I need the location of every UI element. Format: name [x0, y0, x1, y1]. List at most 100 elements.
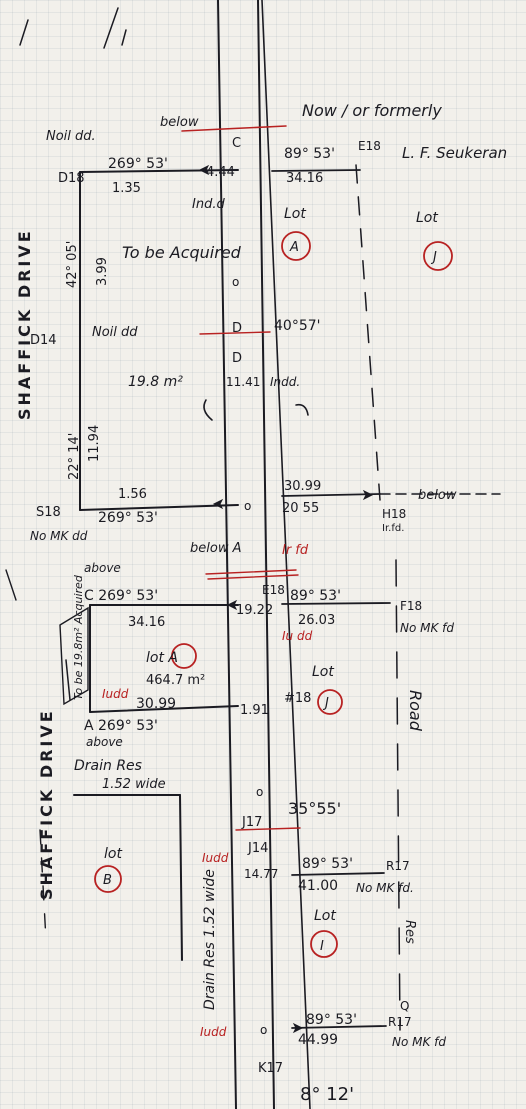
drain-reserve-line [179, 794, 183, 961]
tick-mark [103, 7, 119, 49]
lot-circle-j-top [423, 241, 453, 271]
lotI-letter: I [320, 939, 324, 954]
lotA-label: lot A [146, 650, 178, 666]
marker-h18-mid: #18 [284, 691, 311, 706]
lotJ-letter: J [322, 696, 329, 711]
bearing-diag-top: 42° 05' [65, 241, 80, 288]
ivdd-c: Iu dd [282, 629, 313, 643]
lot-circle-b [94, 865, 122, 893]
tick-mark [121, 29, 127, 46]
indd-k: Iudd [200, 1025, 227, 1039]
marker-d: D [232, 321, 242, 336]
lotB-label: lot [104, 846, 122, 862]
road-line-left [217, 0, 237, 1109]
red-divider [181, 125, 287, 132]
dist-lotA-top: 34.16 [128, 615, 165, 630]
bearing-mid-centre: 40°57' [274, 318, 320, 334]
arrow [226, 599, 238, 611]
boundary-d18-c [79, 169, 239, 173]
red-divider [205, 569, 297, 575]
bearing-lotA-top: C 269° 53' [84, 588, 158, 604]
lot-label-top: Lot [284, 206, 306, 222]
note-noil-d18: Noil dd. [46, 129, 96, 144]
marker-j17: J17 [241, 815, 262, 830]
indd-d: Indd. [270, 375, 300, 389]
drain-reserve: Drain Res [74, 758, 142, 774]
lot-circle-a-mid [171, 643, 197, 669]
arrow [198, 164, 210, 176]
marker-c: C [232, 136, 241, 151]
marker-k17: K17 [258, 1061, 283, 1076]
lotA-acquired: To be 19.8m² Acquired [72, 574, 85, 700]
arrow [292, 1022, 304, 1034]
point-o: o [260, 1023, 267, 1037]
indd-top: Ind.d [192, 197, 225, 212]
dist-lotA-mid: 19.22 [236, 603, 273, 618]
bearing-j17: 35°55' [288, 799, 341, 818]
value-30-99: 30.99 [284, 479, 321, 494]
lot-circle-j-mid [317, 689, 343, 715]
lotJ-label: Lot [312, 664, 334, 680]
lot-letter-j-top: J [430, 250, 437, 265]
boundary-lotA-bottom [89, 705, 239, 713]
to-be-acquired: To be Acquired [122, 243, 242, 262]
dist-lotA-right: 26.03 [298, 613, 335, 628]
note-noil-d14: Noil dd [92, 325, 138, 340]
marker-d-lower: D [232, 351, 242, 366]
boundary-s18 [79, 504, 239, 511]
dashed-lot-boundary [395, 559, 401, 1031]
note-no-mk-fd-r: No MK fd. [356, 881, 414, 895]
dist-c: 4.44 [206, 165, 235, 180]
red-divider [235, 827, 301, 831]
note-no-mk: No MK dd [30, 529, 88, 543]
road-name-right: Road [406, 690, 425, 732]
tick-mark [5, 569, 17, 601]
bearing-lotA-right: 89° 53' [290, 588, 341, 604]
lot-circle-a-top [281, 231, 311, 261]
road-name-left-top: SHAFFICK DRIVE [15, 228, 34, 420]
boundary-h18 [281, 493, 381, 497]
bearing-diag-bottom: 22° 14' [67, 433, 82, 480]
lotI-label: Lot [314, 908, 336, 924]
dist-lotA-bottom: 30.99 [136, 696, 176, 712]
lot-letter-a-top: A [289, 240, 299, 255]
dist-d14-s18: 11.94 [87, 425, 102, 462]
dist-e18: 34.16 [286, 171, 323, 186]
drain-width: 1.52 wide [102, 777, 166, 792]
marker-d14: D14 [30, 333, 57, 348]
boundary-r17 [291, 872, 385, 876]
note-no-mk-fd-k: No MK fd [392, 1035, 446, 1049]
point-o: o [232, 275, 239, 289]
value-20-55: 20 55 [282, 501, 319, 516]
arrow [212, 498, 224, 510]
owner-note: Now / or formerly [302, 101, 442, 120]
bearing-top-right: 89° 53' [284, 146, 335, 162]
dist-d18-c: 1.35 [112, 181, 141, 196]
dashed-drive-edge [39, 829, 47, 941]
below-top: below [160, 115, 199, 130]
below-a: below A [190, 541, 241, 556]
bearing-bottom-left: 269° 53' [98, 510, 158, 526]
road-line-right [261, 0, 311, 1109]
dist-k17: 44.99 [298, 1032, 338, 1048]
marker-q: Q [400, 999, 409, 1013]
dashed-lot-boundary [355, 164, 381, 501]
bearing-lotA-bottom: A 269° 53' [84, 718, 158, 734]
acquired-strip [59, 606, 89, 706]
arrow [362, 489, 374, 501]
irfd-a: Ir fd [282, 543, 309, 558]
point-o: o [256, 785, 263, 799]
bearing-top-left: 269° 53' [108, 156, 168, 172]
bearing-k17: 89° 53' [306, 1012, 357, 1028]
note-no-mk-fd: No MK fd [400, 621, 454, 635]
dist-lotA-side: 1.91 [240, 703, 269, 718]
bearing-end: 8° 12' [300, 1084, 354, 1105]
dist-r17: 41.00 [298, 878, 338, 894]
marker-r17: R17 [386, 859, 410, 873]
boundary-e18-f18 [281, 602, 391, 605]
road-line-centre [257, 0, 275, 1109]
bracket-mark [203, 399, 213, 421]
lotA-area: 464.7 m² [146, 673, 205, 688]
